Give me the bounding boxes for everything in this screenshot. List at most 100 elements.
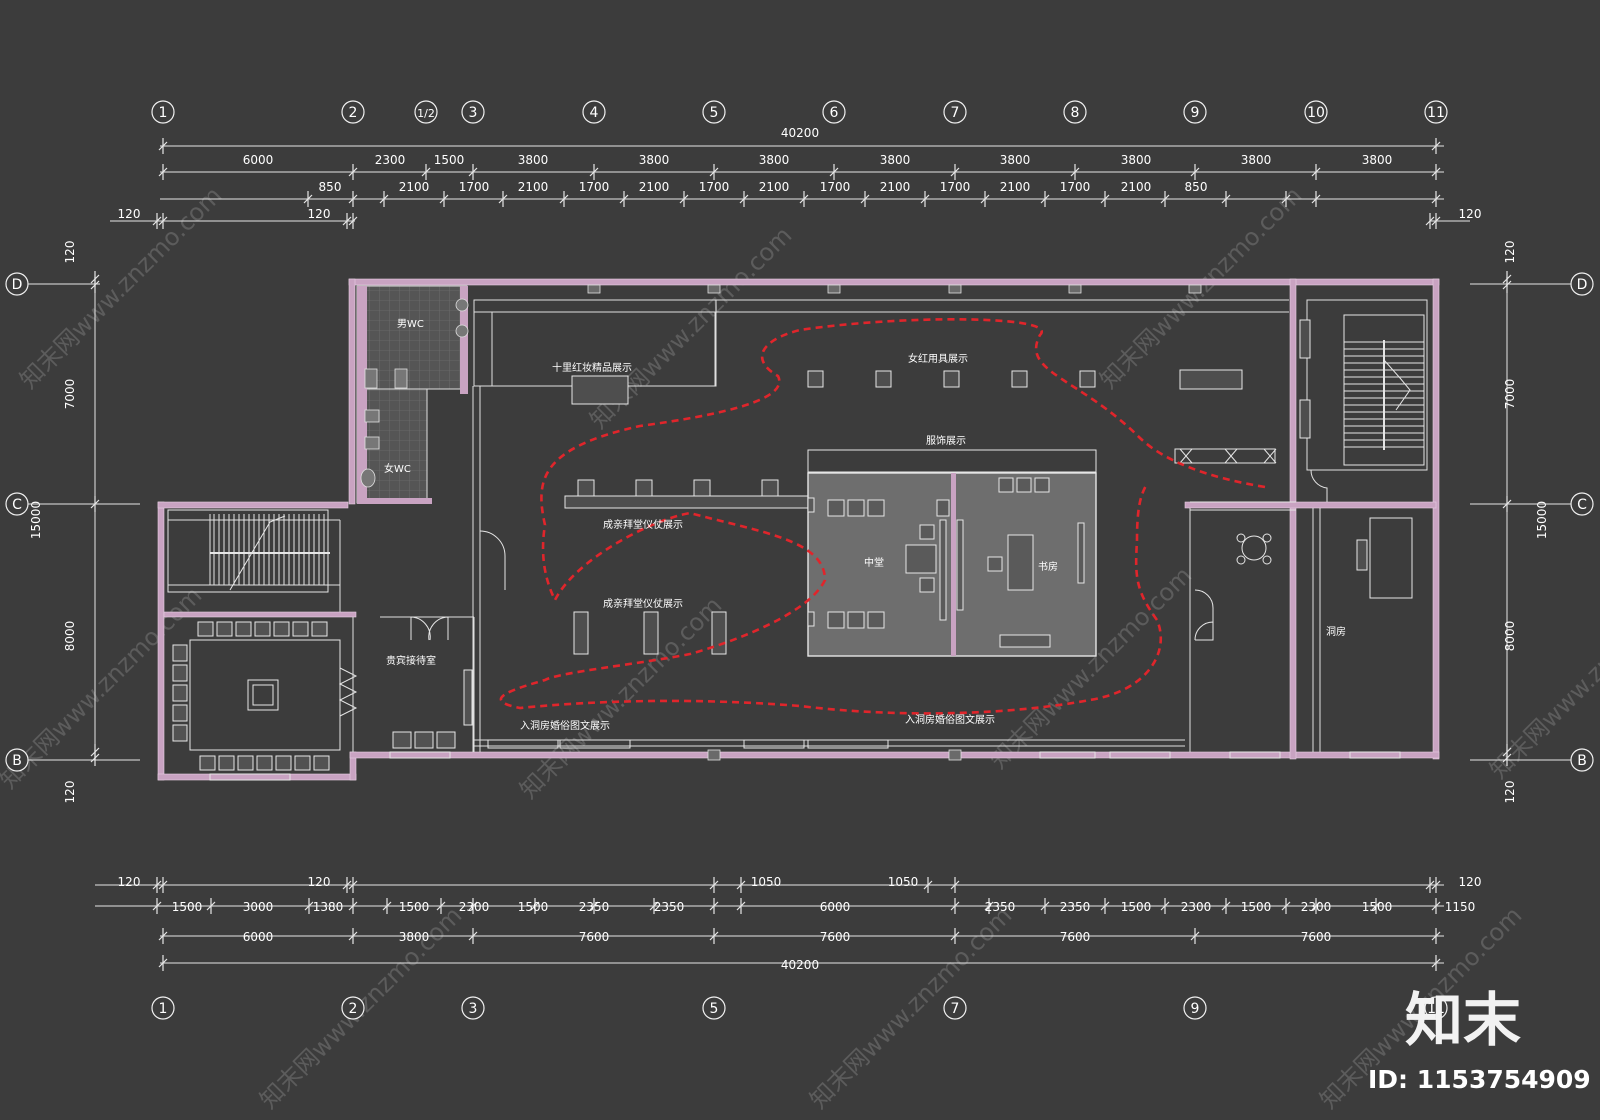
wc-block: 男WC 女WC [356,285,469,504]
axis-bubbles-side: D C B D C B [5,272,1594,772]
room-label-ceremony-display-2: 成亲拜堂仪仗展示 [603,597,683,610]
axis-label: 7 [951,105,960,121]
axis-bubble: 9 [1183,996,1207,1020]
dim-text: 2100 [1000,180,1031,194]
axis-label: C [12,497,22,513]
dim-text: 3000 [243,900,274,914]
dim-text: 1050 [751,875,782,889]
dim-text: 120 [63,781,77,804]
watermark-layer: 知末网www.znzmo.com 知末网www.znzmo.com 知末网www… [0,181,1600,1114]
dim-text: 2100 [759,180,790,194]
dim-text: 120 [1503,781,1517,804]
axis-bubble: 5 [702,996,726,1020]
axis-bubble: C [1570,492,1594,516]
axis-bubble: 1/2 [414,100,438,124]
dim-text: 3800 [1121,153,1152,167]
room-label-ceremony-display-1: 成亲拜堂仪仗展示 [603,518,683,531]
dim-text: 1700 [940,180,971,194]
axis-label: 4 [590,105,599,121]
axis-bubble: 3 [461,100,485,124]
watermark-text: 知末网www.znzmo.com [514,591,727,804]
axis-leader-lines [28,283,1571,761]
dim-text: 7600 [1301,930,1332,944]
visitor-route [499,318,1266,715]
dim-text: 120 [308,875,331,889]
side-dimensions: 120 7000 15000 8000 120 120 7000 15000 8… [29,241,1549,804]
dim-text: 1500 [1121,900,1152,914]
axis-label: 1 [159,105,168,121]
axis-bubble: 7 [943,996,967,1020]
axis-bubbles-top: 1 2 1/2 3 4 5 6 7 8 9 10 11 [151,100,1448,124]
room-label-dowry-display: 十里红妆精品展示 [552,361,632,374]
axis-label: 1/2 [417,107,435,120]
dim-text: 120 [1503,241,1517,264]
dim-text: 3800 [1362,153,1393,167]
display-cases [564,319,1413,655]
dim-text: 2350 [654,900,685,914]
room-label-custom-display-1: 入洞房婚俗图文展示 [520,719,610,732]
axis-bubble: B [1570,748,1594,772]
room-label-mens-wc: 男WC [397,318,424,330]
dim-text: 2350 [579,900,610,914]
dim-text: 120 [1459,875,1482,889]
dim-text: 7600 [1060,930,1091,944]
room-label-bridal-chamber: 洞房 [1326,625,1346,638]
axis-bubble: 4 [582,100,606,124]
axis-label: 6 [830,105,839,121]
dim-text: 1500 [399,900,430,914]
dim-text: 1700 [1060,180,1091,194]
axis-label: 10 [1307,105,1325,121]
dim-text: 2100 [880,180,911,194]
axis-label: 11 [1427,1001,1445,1017]
dim-text: 3800 [1000,153,1031,167]
dim-text: 15000 [1535,501,1549,539]
room-label-needlework-display: 女红用具展示 [908,352,968,365]
dim-text: 850 [1185,180,1208,194]
axis-bubble: B [5,748,29,772]
bottom-windows [209,739,1401,781]
axis-bubble: D [1570,272,1594,296]
axis-label: 2 [349,105,358,121]
dim-text: 2300 [459,900,490,914]
dim-text: 1050 [888,875,919,889]
dim-text: 120 [1459,207,1482,221]
axis-label: 8 [1071,105,1080,121]
dim-text: 1500 [1362,900,1393,914]
dim-text: 1150 [1445,900,1476,914]
room-labels: 十里红妆精品展示 女红用具展示 服饰展示 成亲拜堂仪仗展示 成亲拜堂仪仗展示 贵… [386,352,1346,732]
dim-text: 2100 [399,180,430,194]
dim-text: 7000 [1503,379,1517,410]
dim-text: 2100 [518,180,549,194]
dim-text: 120 [308,207,331,221]
dim-text: 1700 [699,180,730,194]
room-label-womens-wc: 女WC [384,462,411,475]
dim-text: 3800 [639,153,670,167]
dim-text: 7600 [820,930,851,944]
dim-text: 1380 [313,900,344,914]
dim-text: 1700 [579,180,610,194]
axis-bubble: 11 [1424,996,1448,1020]
axis-bubble: 1 [151,100,175,124]
dim-text: 120 [63,241,77,264]
central-rooms: 中堂 书房 [807,449,1097,657]
dim-text: 8000 [63,621,77,652]
dim-text: 3800 [759,153,790,167]
dim-text: 1500 [1241,900,1272,914]
axis-label: 9 [1191,1001,1200,1017]
axis-label: 2 [349,1001,358,1017]
axis-label: 5 [710,1001,719,1017]
dim-text: 2100 [639,180,670,194]
dim-text: 7000 [63,379,77,410]
axis-bubbles-bottom: 1 2 3 5 7 9 11 [151,996,1448,1020]
axis-label: 3 [469,1001,478,1017]
dim-text: 120 [118,207,141,221]
room-label-costume-display: 服饰展示 [926,434,966,447]
axis-label: C [1577,497,1587,513]
dim-text: 7600 [579,930,610,944]
axis-bubble: 1 [151,996,175,1020]
dim-text: 1700 [820,180,851,194]
dim-text: 2300 [1181,900,1212,914]
dim-text: 15000 [29,501,43,539]
dim-text: 850 [319,180,342,194]
